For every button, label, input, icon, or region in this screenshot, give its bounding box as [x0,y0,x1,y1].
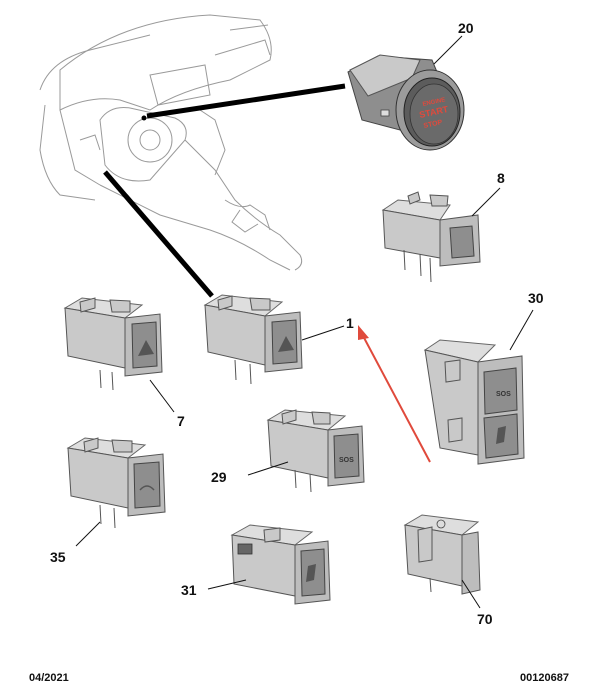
switch-part-29: SOS [266,409,365,493]
footer-date: 04/2021 [29,672,69,684]
callout-35: 35 [50,549,66,565]
leader-to-switch-1 [103,170,214,298]
start-stop-button-part: ENGINE START STOP [347,54,465,151]
stop-label: STOP [423,119,443,130]
callout-30: 30 [528,290,544,306]
switch-part-70 [403,514,481,595]
callout-7: 7 [177,413,185,429]
dashboard-illustration [39,14,303,271]
red-indicator-arrow [358,325,431,463]
leader-to-start-button [146,83,346,119]
switch-part-7 [63,297,163,391]
callout-31: 31 [181,582,197,598]
callout-8: 8 [497,170,505,186]
switch-part-35 [66,437,166,529]
sos-label-29: SOS [339,457,354,464]
callout-20: 20 [458,20,474,36]
switch-part-30: SOS [423,339,525,465]
callout-1: 1 [346,315,354,331]
switch-part-31 [230,524,331,605]
switch-part-8 [381,191,481,283]
engine-label: ENGINE [422,97,446,108]
callout-70: 70 [477,611,493,627]
switch-part-1 [203,294,303,385]
sos-label-30: SOS [496,391,511,398]
footer-reference: 00120687 [520,672,569,684]
callout-29: 29 [211,469,227,485]
